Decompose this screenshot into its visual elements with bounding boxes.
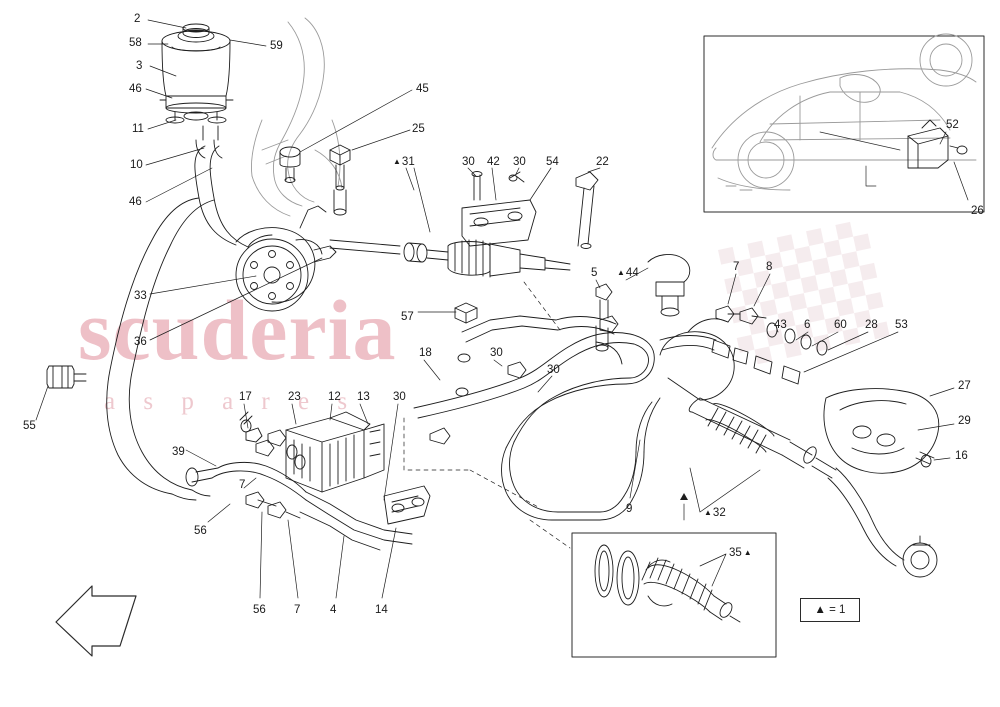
callout-57: 57	[401, 311, 414, 323]
direction-arrow	[55, 585, 137, 657]
part-5	[595, 283, 613, 319]
callout-39: 39	[172, 446, 185, 458]
engine-bracket	[251, 17, 343, 217]
callout-10: 10	[130, 159, 143, 171]
bracket-42	[461, 171, 537, 247]
callout-59: 59	[270, 40, 283, 52]
heat-shield	[823, 388, 940, 474]
callout-9: 9	[626, 503, 633, 515]
callout-30-e: 30	[393, 391, 406, 403]
callout-25: 25	[412, 123, 425, 135]
callout-36: 36	[134, 336, 147, 348]
callout-32: 32	[704, 507, 726, 520]
callout-60: 60	[834, 319, 847, 331]
rack-fittings	[595, 254, 828, 385]
callout-54: 54	[546, 156, 559, 168]
leader-lines	[35, 19, 969, 599]
callout-3: 3	[136, 60, 143, 72]
callout-12: 12	[328, 391, 341, 403]
legend-box: ▲ = 1	[800, 598, 860, 622]
callout-16: 16	[955, 450, 968, 462]
callout-45: 45	[416, 83, 429, 95]
callout-29: 29	[958, 415, 971, 427]
callout-30-d: 30	[547, 364, 560, 376]
reservoir-assembly	[159, 23, 234, 159]
callout-11: 11	[132, 123, 144, 135]
callout-33: 33	[134, 290, 147, 302]
callout-5: 5	[591, 267, 598, 279]
callout-52: 52	[946, 119, 959, 131]
callout-7-a: 7	[733, 261, 740, 273]
callout-44: 44	[617, 267, 639, 280]
callout-56-b: 56	[253, 604, 266, 616]
callout-26: 26	[971, 205, 984, 217]
callout-27: 27	[958, 380, 971, 392]
construction-lines	[403, 281, 571, 549]
callout-30-b: 30	[513, 156, 526, 168]
callout-46-lower: 46	[129, 196, 142, 208]
callout-56-a: 56	[194, 525, 207, 537]
callout-28: 28	[865, 319, 878, 331]
oil-cooler	[185, 353, 527, 551]
callout-42: 42	[487, 156, 500, 168]
car-inset	[703, 33, 985, 213]
callout-55: 55	[23, 420, 36, 432]
callout-8: 8	[766, 261, 773, 273]
callout-30-c: 30	[490, 347, 503, 359]
callout-13: 13	[357, 391, 370, 403]
center-hoses	[413, 315, 717, 521]
callout-17: 17	[239, 391, 252, 403]
callout-31: 31	[393, 156, 415, 169]
callout-58: 58	[129, 37, 142, 49]
power-steering-pump	[235, 205, 337, 312]
callout-53: 53	[895, 319, 908, 331]
checker-watermark	[718, 221, 890, 365]
nut-57	[454, 302, 478, 324]
callout-35: 35	[729, 547, 752, 560]
callout-2: 2	[134, 13, 141, 25]
callout-43: 43	[774, 319, 787, 331]
small-parts-top	[279, 144, 351, 216]
callout-7-c: 7	[294, 604, 301, 616]
bolt-22	[575, 171, 599, 249]
callout-22: 22	[596, 156, 609, 168]
callout-30-a: 30	[462, 156, 475, 168]
triangle-markers	[680, 493, 688, 500]
callout-6: 6	[804, 319, 811, 331]
callout-14: 14	[375, 604, 388, 616]
left-hoses	[46, 145, 249, 501]
callout-4: 4	[330, 604, 337, 616]
steering-shaft	[329, 239, 571, 278]
callout-7-b: 7	[239, 479, 246, 491]
callout-46-upper: 46	[129, 83, 142, 95]
callout-18: 18	[419, 347, 432, 359]
callout-23: 23	[288, 391, 301, 403]
